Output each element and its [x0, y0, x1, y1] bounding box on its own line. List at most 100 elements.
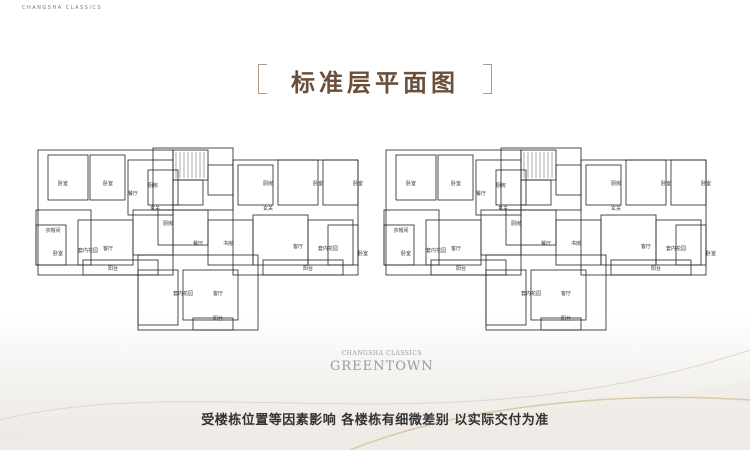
room-wall — [495, 169, 527, 206]
room-wall — [655, 219, 702, 266]
room-label: 厨房 — [611, 180, 621, 187]
room-label: 厨房 — [148, 182, 158, 189]
room-label: 卧室 — [53, 250, 63, 257]
room-wall — [530, 269, 587, 321]
logo: CHANGSHA CLASSICS — [22, 0, 102, 11]
room-wall — [600, 214, 657, 266]
room-label: 阳台 — [561, 315, 571, 322]
room-wall — [485, 254, 607, 331]
room-label: 客厅 — [213, 290, 223, 297]
room-label: 厨房 — [263, 180, 273, 187]
logo-en: CHANGSHA CLASSICS — [22, 5, 103, 11]
brand-sub: CHANGSHA CLASSICS — [341, 350, 422, 357]
room-label: 套内花园 — [173, 290, 193, 297]
room-wall — [192, 317, 234, 331]
room-label: 客厅 — [561, 290, 571, 297]
room-wall — [277, 159, 319, 206]
room-label: 套内花园 — [426, 247, 446, 254]
room-label: 套内花园 — [78, 247, 98, 254]
room-wall — [480, 209, 522, 256]
room-wall — [172, 179, 204, 206]
room-label: 卧室 — [103, 180, 113, 187]
left-bracket — [258, 64, 267, 94]
room-label: 阳台 — [108, 265, 118, 272]
room-label: 卧室 — [401, 250, 411, 257]
room-label: 衣帽间 — [45, 227, 60, 234]
floor-plan: 卧室卧室餐厅厨房衣帽间卧室套内花园客厅阳台玄关厨房餐厅书房套内花园客厅阳台厨房玄… — [35, 147, 716, 331]
room-label: 厨房 — [163, 220, 173, 227]
room-wall — [437, 154, 474, 201]
room-wall — [383, 209, 440, 266]
brand-main: GREENTOWN — [330, 359, 434, 374]
room-label: 客厅 — [293, 243, 303, 250]
room-wall — [585, 164, 622, 206]
room-wall — [322, 159, 359, 206]
room-label: 阳台 — [651, 265, 661, 272]
room-wall — [675, 224, 707, 266]
room-wall — [610, 259, 692, 276]
disclaimer-note: 受楼栋位置等因素影响 各楼栋有细微差别 以实际交付为准 — [201, 413, 549, 428]
room-label: 玄关 — [498, 205, 508, 212]
room-wall — [307, 219, 354, 266]
room-wall — [89, 154, 126, 201]
room-label: 卧室 — [661, 180, 671, 187]
page-title: 标准层平面图 — [291, 68, 459, 97]
logo-cn — [22, 0, 102, 4]
room-wall — [77, 219, 134, 266]
room-wall — [82, 259, 159, 276]
room-wall — [395, 154, 437, 201]
room-wall — [182, 269, 239, 321]
room-label: 餐厅 — [193, 240, 203, 247]
room-label: 卧室 — [701, 180, 711, 187]
room-wall — [625, 159, 667, 206]
room-label: 餐厅 — [476, 190, 486, 197]
room-wall — [520, 179, 552, 206]
room-label: 衣帽间 — [393, 227, 408, 234]
room-label: 卧室 — [358, 250, 368, 257]
room-label: 书房 — [571, 240, 581, 247]
room-wall — [232, 159, 359, 276]
room-wall — [670, 159, 707, 206]
decorative-swoosh — [0, 349, 750, 450]
room-label: 餐厅 — [541, 240, 551, 247]
room-label: 卧室 — [353, 180, 363, 187]
room-wall — [132, 209, 174, 256]
room-label: 玄关 — [611, 205, 621, 212]
room-wall — [207, 164, 234, 196]
room-label: 卧室 — [451, 180, 461, 187]
room-label: 厨房 — [496, 182, 506, 189]
room-label: 套内花园 — [318, 245, 338, 252]
room-wall — [555, 164, 582, 196]
room-wall — [500, 147, 582, 211]
room-wall — [137, 269, 179, 326]
room-wall — [137, 254, 259, 331]
room-label: 厨房 — [511, 220, 521, 227]
room-label: 餐厅 — [128, 190, 138, 197]
room-label: 玄关 — [263, 205, 273, 212]
room-label: 客厅 — [103, 245, 113, 252]
room-wall — [430, 259, 507, 276]
room-label: 卧室 — [58, 180, 68, 187]
room-wall — [580, 159, 707, 276]
room-label: 阳台 — [303, 265, 313, 272]
room-label: 客厅 — [451, 245, 461, 252]
page-title-frame: 标准层平面图 — [250, 62, 500, 98]
room-wall — [35, 224, 67, 266]
room-wall — [485, 269, 527, 326]
greentown-brand: CHANGSHA CLASSICS GREENTOWN — [330, 350, 434, 374]
room-wall — [47, 154, 89, 201]
room-wall — [147, 169, 179, 206]
room-label: 阳台 — [213, 315, 223, 322]
room-label: 客厅 — [641, 243, 651, 250]
room-label: 卧室 — [313, 180, 323, 187]
building-2: 卧室卧室餐厅厨房衣帽间卧室套内花园客厅阳台玄关厨房餐厅书房套内花园客厅阳台厨房玄… — [383, 147, 716, 331]
room-wall — [35, 209, 92, 266]
room-wall — [383, 224, 415, 266]
room-wall — [540, 317, 582, 331]
right-bracket — [483, 64, 492, 94]
room-wall — [262, 259, 344, 276]
room-wall — [425, 219, 482, 266]
room-wall — [237, 164, 274, 206]
room-wall — [252, 214, 309, 266]
room-label: 卧室 — [406, 180, 416, 187]
